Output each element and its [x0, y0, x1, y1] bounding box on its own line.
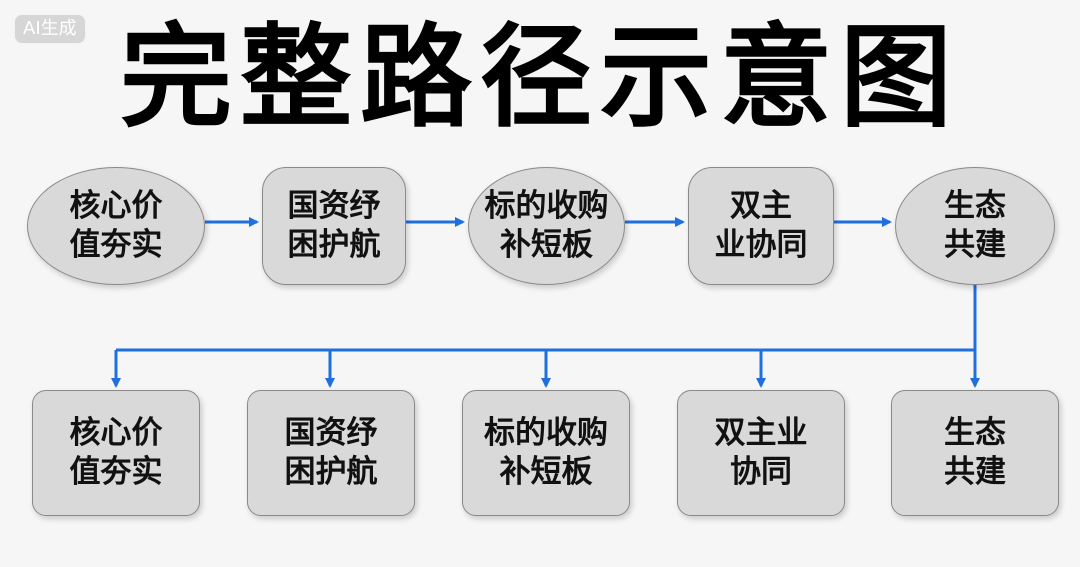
node-label-line2: 共建 [944, 454, 1006, 490]
node-label-line1: 标的收购 [484, 188, 609, 225]
node-label-line2: 补短板 [500, 227, 593, 263]
node-label-line1: 核心价 [69, 188, 163, 225]
top-node-dual-business: 双主 业协同 [688, 167, 834, 285]
bottom-node-state-capital: 国资纾 困护航 [247, 390, 415, 516]
node-label-line2: 协同 [730, 454, 792, 490]
top-node-ecosystem: 生态 共建 [895, 167, 1055, 285]
node-label-line1: 双主业 [714, 415, 808, 452]
node-label-line1: 双主 [730, 188, 792, 225]
node-label-line1: 标的收购 [484, 415, 608, 452]
bottom-node-dual-business: 双主业 协同 [677, 390, 845, 516]
ai-generated-watermark: AI生成 [14, 14, 86, 44]
node-label-line2: 值夯实 [69, 227, 163, 263]
node-label-line2: 困护航 [284, 454, 378, 490]
top-node-state-capital: 国资纾 困护航 [262, 167, 406, 285]
top-node-core-value: 核心价 值夯实 [27, 167, 205, 285]
node-label-line2: 值夯实 [69, 454, 163, 490]
top-node-acquisition: 标的收购 补短板 [468, 167, 625, 285]
node-label-line1: 核心价 [69, 415, 163, 452]
node-label-line1: 国资纾 [287, 188, 381, 225]
bottom-node-ecosystem: 生态 共建 [891, 390, 1059, 516]
node-label-line2: 困护航 [287, 227, 381, 263]
page-title: 完整路径示意图 [120, 13, 960, 143]
bottom-node-acquisition: 标的收购 补短板 [462, 390, 630, 516]
bottom-node-core-value: 核心价 值夯实 [32, 390, 200, 516]
node-label-line2: 共建 [944, 227, 1006, 263]
node-label-line2: 业协同 [714, 227, 808, 263]
node-label-line1: 国资纾 [284, 415, 378, 452]
node-label-line1: 生态 [944, 415, 1006, 452]
node-label-line2: 补短板 [499, 454, 593, 490]
node-label-line1: 生态 [944, 188, 1006, 225]
